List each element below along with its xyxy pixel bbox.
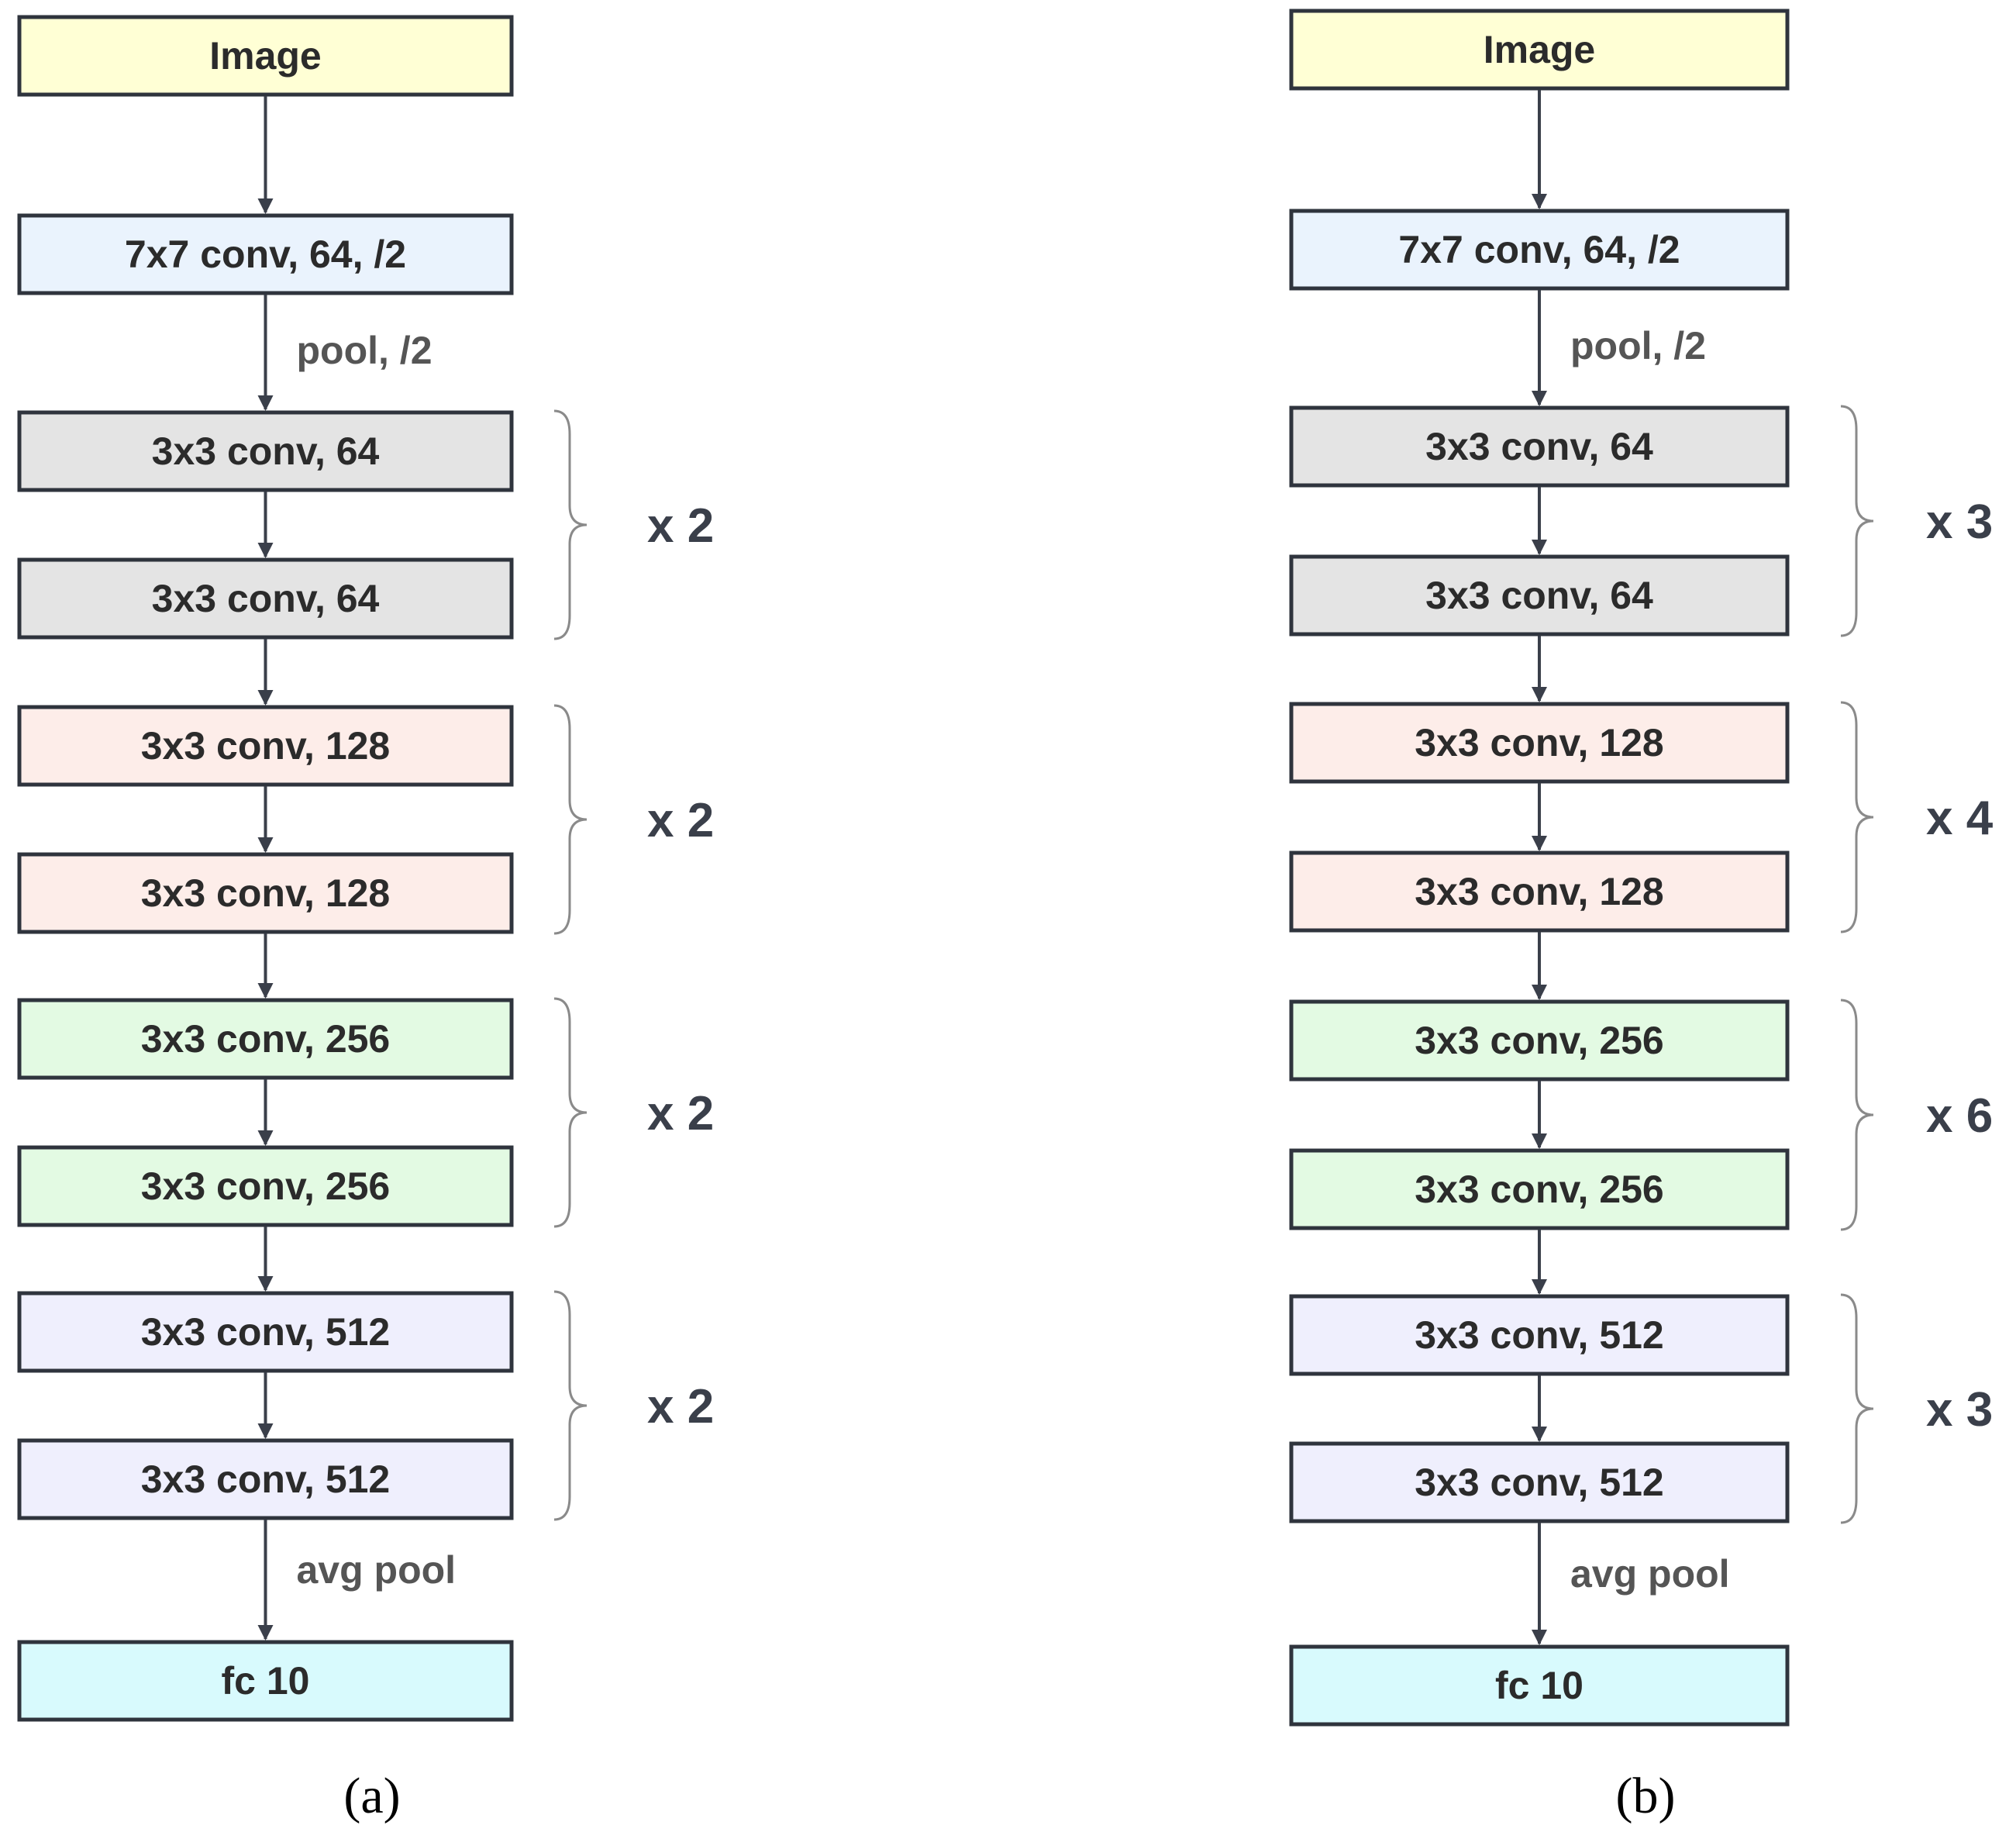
stage-1-layer-1-box: 3x3 conv, 64 [17, 410, 514, 492]
stage-2-layer-1-box-shape [17, 705, 514, 787]
stage-3-repeat-label: x 2 [647, 1087, 714, 1140]
stem-conv-box: 7x7 conv, 64, /2 [1289, 209, 1790, 291]
stem-conv-box-label: 7x7 conv, 64, /2 [125, 233, 406, 276]
stage-1-brace [1840, 405, 1874, 637]
stage-2-layer-2-box: 3x3 conv, 128 [17, 852, 514, 934]
stage-1-layer-2-box: 3x3 conv, 64 [1289, 554, 1790, 637]
stage-3-layer-1-box-label: 3x3 conv, 256 [141, 1017, 391, 1061]
output-fc-box-label: fc 10 [222, 1659, 310, 1703]
input-box: Image [17, 15, 514, 97]
avg-pool-edge-label: avg pool [1570, 1552, 1730, 1596]
avg-pool-edge-label: avg pool [297, 1548, 457, 1592]
stage-4-layer-1-box-shape [1289, 1294, 1790, 1376]
stage-4-layer-1-box: 3x3 conv, 512 [1289, 1294, 1790, 1376]
stage-3-layer-1-box-shape [17, 998, 514, 1080]
stem-conv-box-label: 7x7 conv, 64, /2 [1398, 228, 1680, 271]
stage-3-layer-1-box: 3x3 conv, 256 [1289, 999, 1790, 1082]
stage-4-layer-2-box: 3x3 conv, 512 [1289, 1441, 1790, 1523]
stage-1-repeat-label: x 3 [1926, 495, 1993, 549]
output-fc-box: fc 10 [17, 1640, 514, 1722]
stage-2-layer-1-box-label: 3x3 conv, 128 [1415, 721, 1664, 764]
stage-4-layer-2-box-shape [17, 1438, 514, 1520]
stage-3-repeat-label: x 6 [1926, 1089, 1993, 1143]
stage-4-layer-2-box-label: 3x3 conv, 512 [141, 1458, 391, 1501]
stage-2-layer-1-box: 3x3 conv, 128 [17, 705, 514, 787]
output-fc-box-shape [17, 1640, 514, 1722]
stage-2-repeat-label: x 4 [1926, 792, 1994, 845]
panel-b: Image 7x7 conv, 64, /2 3x3 conv, 64 3x3 con… [1289, 9, 1994, 1824]
panel-caption: (b) [1616, 1768, 1676, 1824]
stage-2-layer-2-box-shape [17, 852, 514, 934]
input-box-shape [17, 15, 514, 97]
panel-caption: (a) [343, 1768, 400, 1824]
stage-3-layer-2-box-shape [17, 1145, 514, 1227]
stage-3-brace [1840, 999, 1874, 1231]
stage-1-layer-2-box-label: 3x3 conv, 64 [1425, 574, 1653, 617]
stage-4-brace [553, 1290, 588, 1521]
stage-2-layer-1-box-shape [1289, 702, 1790, 784]
stage-2-layer-1-box: 3x3 conv, 128 [1289, 702, 1790, 784]
output-fc-box-label: fc 10 [1495, 1664, 1584, 1707]
input-box-shape [1289, 9, 1790, 91]
stage-2-brace [1840, 701, 1874, 933]
input-box-label: Image [1484, 28, 1596, 71]
stage-4-layer-1-box-label: 3x3 conv, 512 [1415, 1313, 1664, 1357]
stage-4-layer-2-box: 3x3 conv, 512 [17, 1438, 514, 1520]
stage-4-brace [1840, 1293, 1874, 1524]
stage-2-layer-2-box-label: 3x3 conv, 128 [1415, 870, 1664, 913]
stage-1-layer-1-box: 3x3 conv, 64 [1289, 405, 1790, 488]
stage-4-repeat-label: x 3 [1926, 1383, 1993, 1437]
input-box: Image [1289, 9, 1790, 91]
stage-4-repeat-label: x 2 [647, 1380, 714, 1434]
input-box-label: Image [209, 34, 322, 78]
stage-3-layer-2-box: 3x3 conv, 256 [17, 1145, 514, 1227]
stage-1-layer-1-box-label: 3x3 conv, 64 [1425, 425, 1653, 468]
output-fc-box-shape [1289, 1644, 1790, 1727]
stage-3-layer-2-box-label: 3x3 conv, 256 [1415, 1168, 1664, 1211]
stage-3-layer-1-box: 3x3 conv, 256 [17, 998, 514, 1080]
stage-1-layer-1-box-label: 3x3 conv, 64 [152, 430, 380, 473]
stage-1-repeat-label: x 2 [647, 499, 714, 553]
output-fc-box: fc 10 [1289, 1644, 1790, 1727]
stage-3-layer-1-box-shape [1289, 999, 1790, 1082]
stage-2-repeat-label: x 2 [647, 794, 714, 847]
stage-2-layer-2-box-label: 3x3 conv, 128 [141, 871, 391, 915]
stage-1-layer-1-box-shape [17, 410, 514, 492]
stage-3-layer-1-box-label: 3x3 conv, 256 [1415, 1019, 1664, 1062]
stage-1-layer-2-box-shape [17, 557, 514, 640]
stage-1-layer-2-box-shape [1289, 554, 1790, 637]
stage-4-layer-1-box: 3x3 conv, 512 [17, 1291, 514, 1373]
stage-3-layer-2-box: 3x3 conv, 256 [1289, 1148, 1790, 1230]
stage-3-layer-2-box-shape [1289, 1148, 1790, 1230]
panel-a: Image 7x7 conv, 64, /2 3x3 conv, 64 3x3 con… [17, 15, 714, 1824]
stem-conv-box-shape [1289, 209, 1790, 291]
stage-2-layer-2-box-shape [1289, 850, 1790, 933]
stem-conv-box-shape [17, 213, 514, 295]
stage-3-brace [553, 997, 588, 1228]
stage-1-layer-1-box-shape [1289, 405, 1790, 488]
stem-conv-box: 7x7 conv, 64, /2 [17, 213, 514, 295]
stage-2-layer-1-box-label: 3x3 conv, 128 [141, 724, 391, 768]
stage-3-layer-2-box-label: 3x3 conv, 256 [141, 1164, 391, 1208]
stage-1-brace [553, 409, 588, 640]
pool-edge-label: pool, /2 [297, 329, 432, 372]
stage-1-layer-2-box: 3x3 conv, 64 [17, 557, 514, 640]
stage-2-brace [553, 704, 588, 935]
stage-2-layer-2-box: 3x3 conv, 128 [1289, 850, 1790, 933]
stage-4-layer-2-box-label: 3x3 conv, 512 [1415, 1461, 1664, 1504]
stage-4-layer-1-box-shape [17, 1291, 514, 1373]
stage-4-layer-1-box-label: 3x3 conv, 512 [141, 1310, 391, 1354]
stage-1-layer-2-box-label: 3x3 conv, 64 [152, 577, 380, 620]
stage-4-layer-2-box-shape [1289, 1441, 1790, 1523]
pool-edge-label: pool, /2 [1570, 324, 1706, 367]
